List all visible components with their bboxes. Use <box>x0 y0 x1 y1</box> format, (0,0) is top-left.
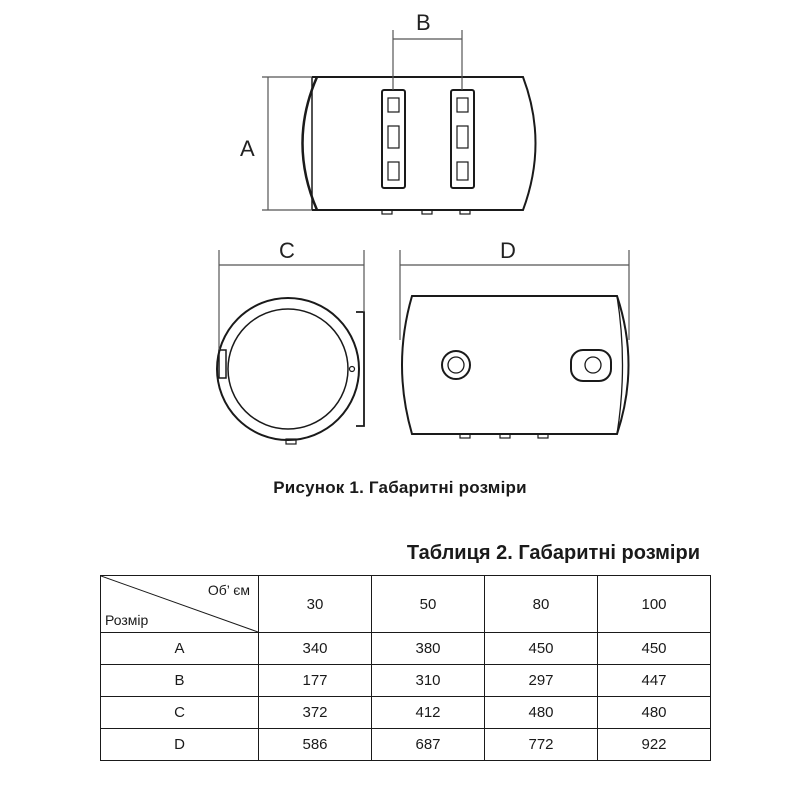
table-cell: 480 <box>484 696 598 729</box>
table-cell: 687 <box>371 728 485 761</box>
tank-front-view <box>401 295 630 439</box>
row-label: B <box>100 664 259 697</box>
table-row: D 586 687 772 922 <box>100 728 711 761</box>
table-cell: 177 <box>258 664 372 697</box>
table-cell: 372 <box>258 696 372 729</box>
table-cell: 297 <box>484 664 598 697</box>
table-cell: 412 <box>371 696 485 729</box>
dimension-label-c: C <box>279 238 295 263</box>
volume-header: 50 <box>371 575 485 633</box>
table-cell: 586 <box>258 728 372 761</box>
table-cell: 450 <box>484 632 598 665</box>
table-header-row: Об’ єм Розмір 30 50 80 100 <box>100 575 711 633</box>
table-cell: 480 <box>597 696 711 729</box>
table-row: A 340 380 450 450 <box>100 632 711 665</box>
table-row: C 372 412 480 480 <box>100 696 711 729</box>
volume-header: 100 <box>597 575 711 633</box>
dimension-label-d: D <box>500 238 516 263</box>
dimension-label-b: B <box>416 10 431 35</box>
row-label: C <box>100 696 259 729</box>
table-corner-cell: Об’ єм Розмір <box>100 575 259 633</box>
table-title: Таблиця 2. Габаритні розміри <box>406 542 700 564</box>
table-cell: 380 <box>371 632 485 665</box>
table-cell: 450 <box>597 632 711 665</box>
table-cell: 447 <box>597 664 711 697</box>
row-label: A <box>100 632 259 665</box>
volume-header: 30 <box>258 575 372 633</box>
corner-diagonal <box>101 576 258 632</box>
row-label: D <box>100 728 259 761</box>
dimensions-table: Об’ єм Розмір 30 50 80 100 A 340 380 450… <box>100 575 711 761</box>
table-cell: 772 <box>484 728 598 761</box>
table-cell: 310 <box>371 664 485 697</box>
table-row: B 177 310 297 447 <box>100 664 711 697</box>
tank-side-view <box>216 297 365 445</box>
tank-top-view <box>301 76 537 215</box>
technical-drawing <box>216 30 630 445</box>
table-cell: 340 <box>258 632 372 665</box>
corner-volume-label: Об’ єм <box>207 582 250 598</box>
figure-caption: Рисунок 1. Габаритні розміри <box>273 478 527 497</box>
table-cell: 922 <box>597 728 711 761</box>
volume-header: 80 <box>484 575 598 633</box>
dimension-label-a: A <box>240 136 255 161</box>
dimension-lines <box>218 30 630 350</box>
corner-size-label: Розмір <box>105 612 149 628</box>
